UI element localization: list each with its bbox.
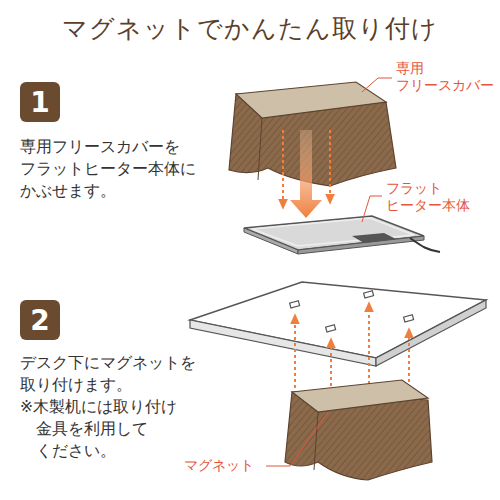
part-label: 専用 フリースカバー: [396, 60, 494, 94]
step-number: 2: [30, 304, 49, 337]
title: マグネットでかんたん取り付け: [62, 12, 438, 45]
step-text: 専用フリースカバーを フラットヒーター本体に かぶせます。: [20, 136, 196, 202]
note-text: ※木製机には取り付け 金具を利用して ください。: [20, 396, 180, 462]
flat-heater: [244, 216, 440, 254]
step-text: デスク下にマグネットを 取り付けます。: [20, 352, 196, 396]
fleece-cover: [285, 380, 432, 480]
part-label: マグネット: [184, 457, 254, 474]
step-number: 1: [30, 86, 49, 119]
desk-top: [190, 282, 486, 366]
magnet: [290, 291, 414, 332]
part-label: フラット ヒーター本体: [386, 180, 470, 214]
fleece-cover: [229, 82, 396, 186]
leader-line: [266, 412, 328, 466]
step-badge: 2: [20, 300, 60, 340]
step-badge: 1: [20, 82, 60, 122]
down-arrow: [283, 130, 330, 218]
